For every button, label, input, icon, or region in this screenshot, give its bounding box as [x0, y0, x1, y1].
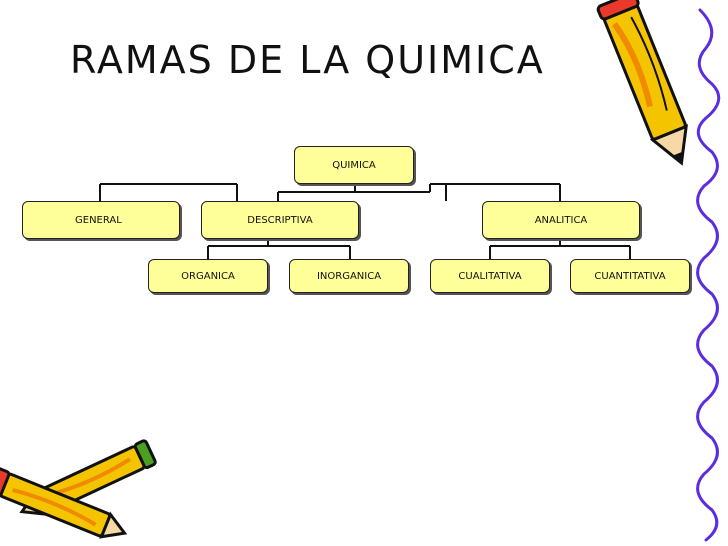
node-label: DESCRIPTIVA: [247, 214, 313, 226]
node-label: ORGANICA: [181, 270, 235, 282]
node-quimica: QUIMICA: [294, 146, 414, 184]
node-cualitativa: CUALITATIVA: [430, 259, 550, 293]
node-inorganica: INORGANICA: [289, 259, 409, 293]
node-label: QUIMICA: [332, 159, 376, 171]
node-cuantitativa: CUANTITATIVA: [570, 259, 690, 293]
node-descriptiva: DESCRIPTIVA: [201, 201, 359, 239]
node-label: GENERAL: [75, 214, 122, 226]
node-analitica: ANALITICA: [482, 201, 640, 239]
pencils-icon: [0, 439, 157, 539]
node-label: CUALITATIVA: [458, 270, 522, 282]
node-label: INORGANICA: [316, 270, 382, 282]
swirl-border: [696, 8, 721, 542]
pencil-icon: [596, 0, 688, 166]
node-organica: ORGANICA: [148, 259, 268, 293]
page-title: RAMAS DE LA QUIMICA: [70, 38, 545, 82]
node-label: CUANTITATIVA: [594, 270, 666, 282]
node-general: GENERAL: [22, 201, 180, 239]
node-label: ANALITICA: [534, 214, 588, 226]
